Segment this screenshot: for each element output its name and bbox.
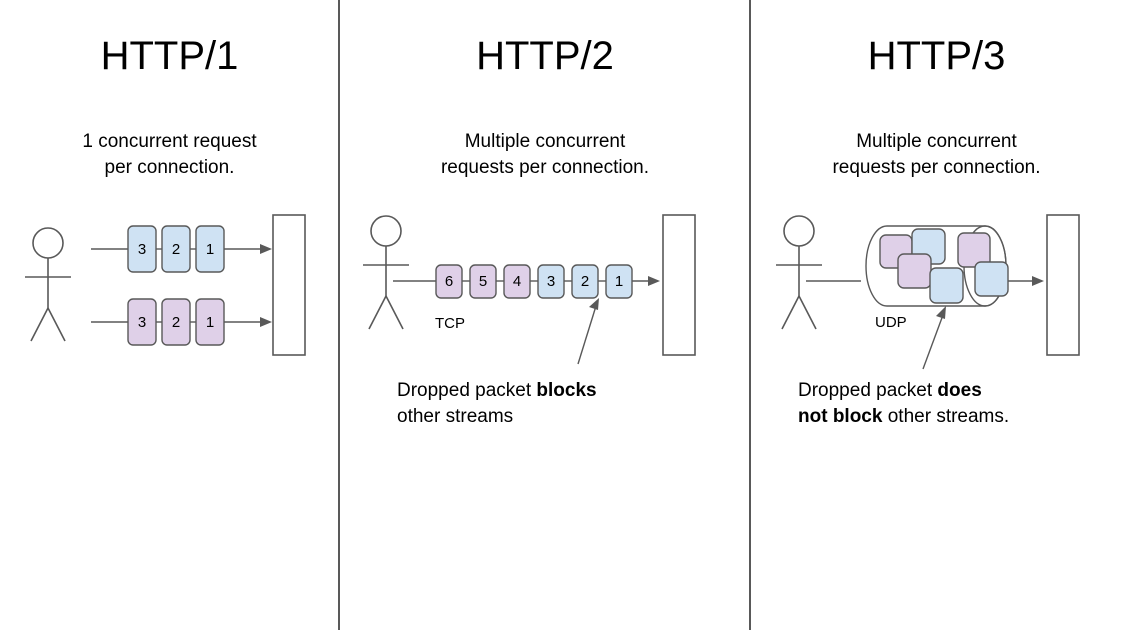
server-rectangle [662, 214, 696, 356]
arrowhead-icon [648, 276, 660, 286]
packet-label: 2 [581, 273, 589, 290]
stick-figure-client [363, 215, 409, 330]
packet-label: 2 [172, 241, 180, 258]
packet-box: 3 [127, 225, 157, 273]
stick-figure-client [25, 227, 71, 342]
packet-box: 4 [503, 264, 531, 299]
panel-http1-graphics: 3 2 1 3 [25, 214, 306, 356]
packet-box [974, 261, 1009, 297]
packet-label: 1 [206, 314, 214, 331]
packet-box: 1 [605, 264, 633, 299]
packet-label: 2 [172, 314, 180, 331]
panel-title-http2: HTTP/2 [476, 34, 614, 78]
arrowhead-icon [1032, 276, 1044, 286]
packet-label: 1 [615, 273, 623, 290]
packet-box: 3 [127, 298, 157, 346]
arrowhead-icon [260, 317, 272, 327]
annotation-arrow [922, 306, 946, 370]
connection-blue: 3 2 1 [91, 225, 272, 273]
packet-box: 5 [469, 264, 497, 299]
server-rectangle [1046, 214, 1080, 356]
annotation-arrow [577, 298, 599, 365]
stick-figure-client [776, 215, 822, 330]
server-rectangle [272, 214, 306, 356]
panel-divider-1 [338, 0, 340, 630]
protocol-label-udp: UDP [875, 314, 907, 331]
connection-purple: 3 2 1 [91, 298, 272, 346]
packet-box: 1 [195, 225, 225, 273]
packet-label: 3 [138, 241, 146, 258]
packet-box: 2 [161, 225, 191, 273]
packet-label: 5 [479, 273, 487, 290]
packet-label: 4 [513, 273, 521, 290]
arrowhead-icon [589, 298, 599, 310]
arrowhead-icon [936, 306, 946, 319]
panel-divider-2 [749, 0, 751, 630]
panel-http2-graphics: 6 5 4 3 2 1 TCP [363, 214, 696, 365]
packet-label: 6 [445, 273, 453, 290]
packet-label: 3 [547, 273, 555, 290]
packet-box [957, 232, 991, 268]
panel-http3-graphics: UDP [776, 214, 1080, 370]
packet-box [929, 267, 964, 304]
packet-box: 2 [571, 264, 599, 299]
packet-box: 6 [435, 264, 463, 299]
packet-label: 1 [206, 241, 214, 258]
packet-box: 1 [195, 298, 225, 346]
packet-box: 2 [161, 298, 191, 346]
panel-title-http1: HTTP/1 [100, 34, 239, 78]
packet-box [897, 253, 932, 289]
protocol-label-tcp: TCP [435, 315, 465, 332]
arrowhead-icon [260, 244, 272, 254]
tcp-connection-line [393, 276, 660, 286]
panel-title-http3: HTTP/3 [867, 34, 1006, 78]
packet-label: 3 [138, 314, 146, 331]
packet-box: 3 [537, 264, 565, 299]
